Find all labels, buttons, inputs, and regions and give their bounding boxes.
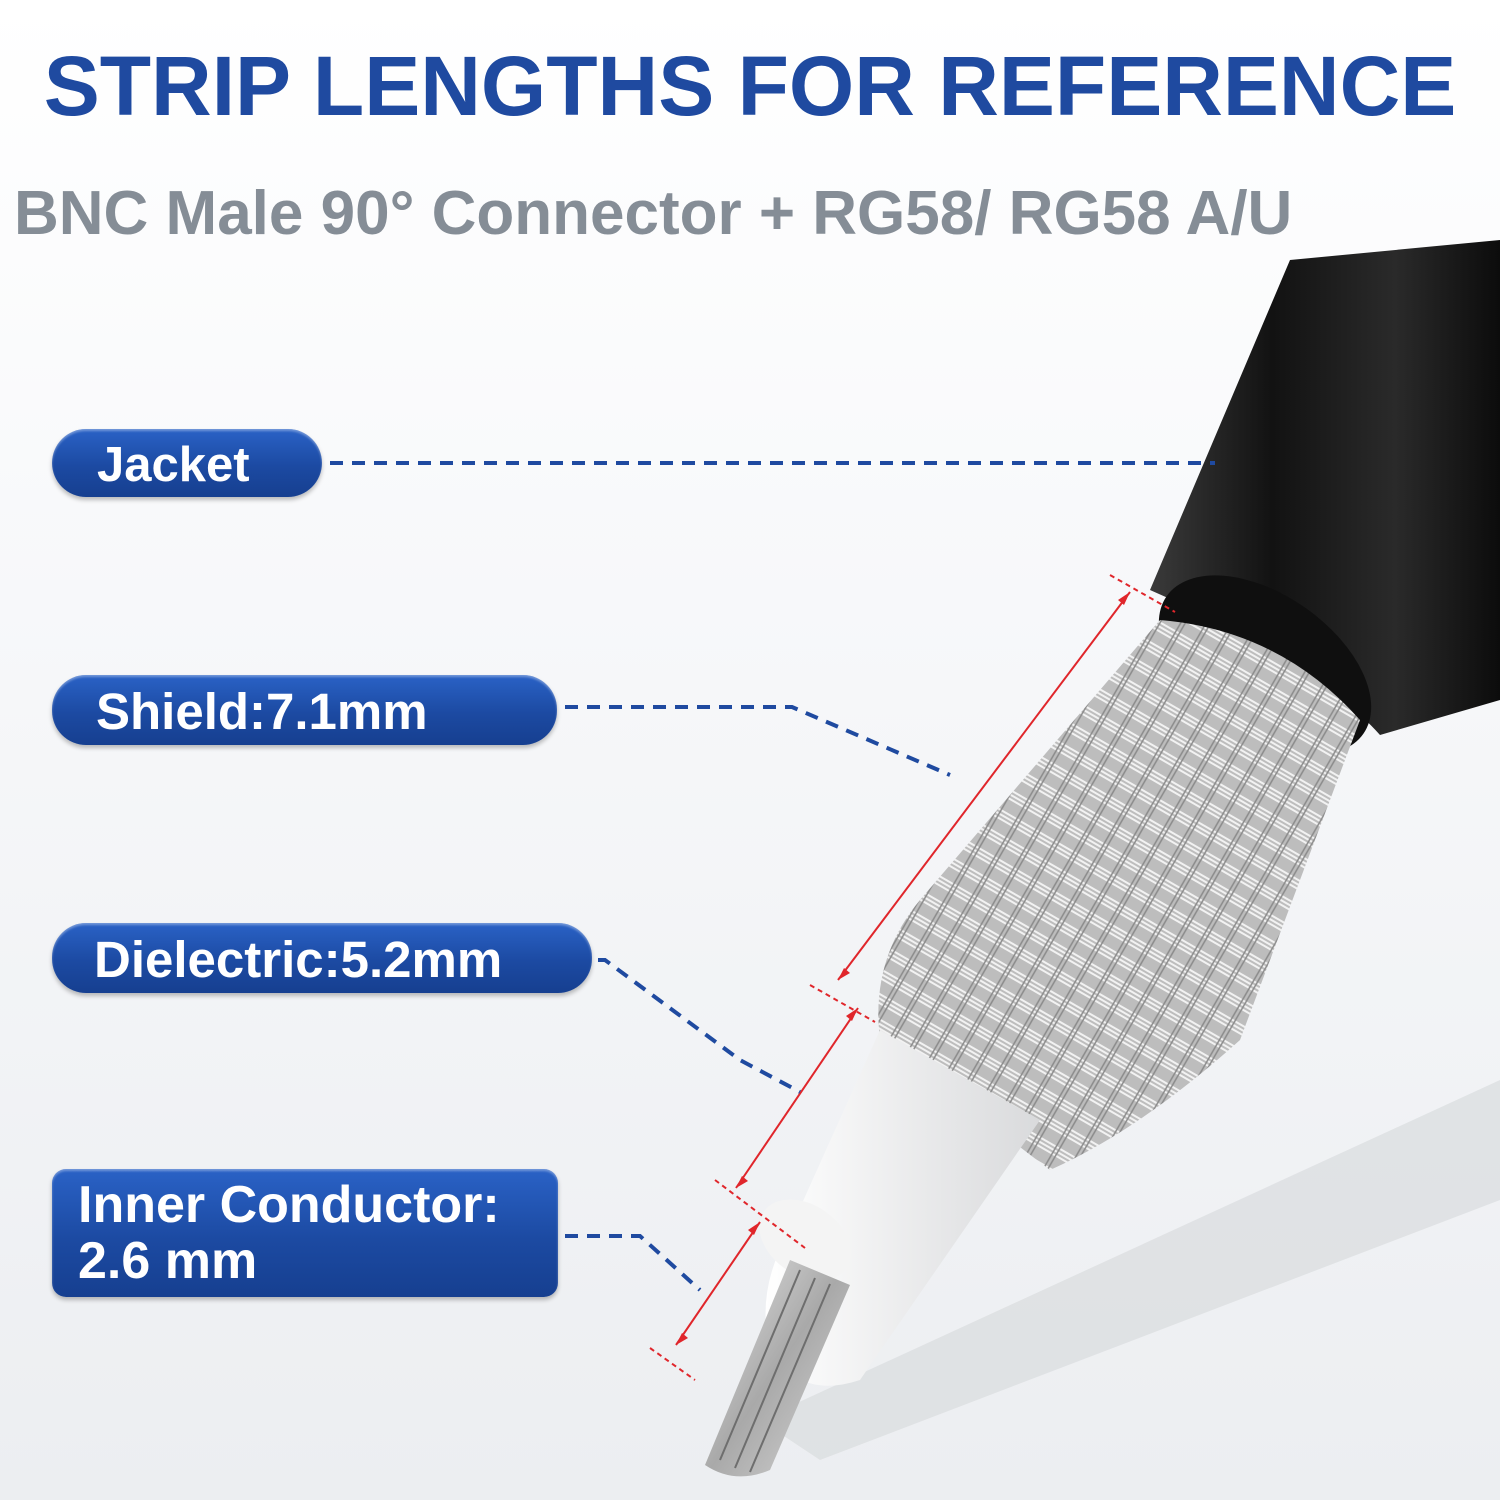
dielectric-leader-line (598, 958, 801, 1094)
jacket-label-text: Jacket (97, 438, 250, 492)
dielectric-label: Dielectric:5.2mm (52, 923, 592, 993)
inner-conductor-label-line1: Inner Conductor: (78, 1176, 500, 1234)
dielectric-label-text: Dielectric:5.2mm (94, 931, 503, 988)
shield-braid-shape (878, 620, 1360, 1170)
inner-conductor-label-line2: 2.6 mm (78, 1232, 258, 1290)
shield-leader-line (565, 705, 951, 777)
page-title: STRIP LENGTHS FOR REFERENCE (43, 39, 1457, 133)
inner-conductor-label: Inner Conductor: 2.6 mm (52, 1169, 558, 1297)
inner-conductor-leader-line (565, 1234, 702, 1292)
jacket-label: Jacket (52, 429, 322, 497)
shield-label: Shield:7.1mm (52, 675, 557, 745)
page-subtitle: BNC Male 90° Connector + RG58/ RG58 A/U (14, 179, 1293, 248)
shield-label-text: Shield:7.1mm (96, 683, 428, 740)
